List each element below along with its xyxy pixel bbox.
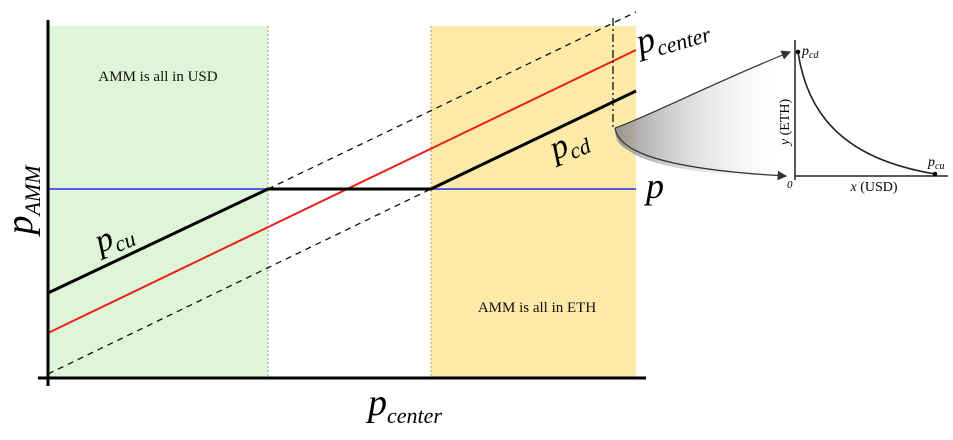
inset-y-axis-label: y (ETH) bbox=[778, 99, 793, 148]
eth-region bbox=[431, 26, 636, 378]
inset-pcu-label: pcu bbox=[927, 155, 944, 172]
p-line-label: p bbox=[643, 166, 664, 206]
inset-pcu-point bbox=[932, 171, 938, 177]
upper-dashed-bound bbox=[267, 11, 637, 190]
p-center-line bbox=[47, 49, 637, 334]
inset-connector-lower bbox=[614, 127, 788, 181]
amm-price-line bbox=[47, 89, 637, 295]
x-axis-label: pcenter bbox=[365, 382, 442, 428]
inset-plot: pcd pcu y (ETH) x (USD) 0 bbox=[778, 40, 948, 195]
inset-bonding-curve bbox=[797, 51, 936, 175]
eth-region-label: AMM is all in ETH bbox=[478, 300, 596, 316]
usd-region bbox=[48, 26, 268, 378]
y-axis-label: pAMM bbox=[0, 164, 45, 238]
inset-connector-upper bbox=[614, 50, 792, 129]
lower-dashed-bound bbox=[47, 188, 432, 375]
inset-pcd-label: pcd bbox=[801, 44, 819, 61]
inset-pcd-point bbox=[795, 49, 801, 55]
inset-connector-funnel bbox=[615, 52, 790, 178]
usd-region-label: AMM is all in USD bbox=[98, 69, 217, 85]
inset-x-axis-label: x (USD) bbox=[849, 180, 897, 195]
p-center-line-label: pcenter bbox=[628, 3, 714, 66]
inset-origin-label: 0 bbox=[787, 179, 793, 191]
